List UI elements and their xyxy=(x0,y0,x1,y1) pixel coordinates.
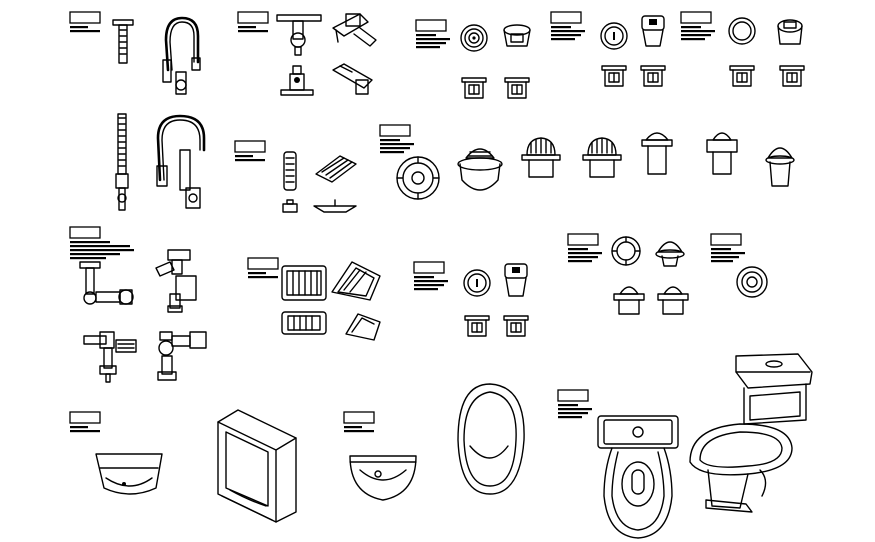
valve-icon xyxy=(155,249,197,313)
drain-icon xyxy=(503,24,531,47)
drain-icon xyxy=(282,199,298,213)
drain-icon xyxy=(503,315,529,337)
drain-icon xyxy=(640,65,666,87)
group-spring-faucets xyxy=(115,113,206,211)
title-label-pull-down-faucets xyxy=(69,11,101,33)
toilet-icon xyxy=(597,415,679,539)
valve-icon xyxy=(157,331,207,381)
drain-icon xyxy=(641,15,665,47)
title-label-dome-drains xyxy=(379,124,415,154)
group-corner-sink xyxy=(69,411,163,495)
drain-icon xyxy=(655,241,685,267)
group-flush-valves xyxy=(69,226,207,383)
group-single-lever-faucets xyxy=(237,11,377,96)
drain-icon xyxy=(706,132,738,175)
faucet-icon xyxy=(156,114,206,209)
title-label-floor-drains-b xyxy=(550,11,586,41)
group-linear-drains xyxy=(234,140,357,213)
urinal-icon xyxy=(217,409,297,523)
drain-icon xyxy=(464,315,490,337)
faucet-icon xyxy=(112,19,134,64)
group-roof-drains xyxy=(567,233,689,315)
drain-icon xyxy=(736,266,768,298)
urinal-icon xyxy=(457,383,525,495)
group-strainer xyxy=(710,233,768,298)
drain-icon xyxy=(601,65,627,87)
group-wall-urinal xyxy=(217,409,297,523)
toilet-icon xyxy=(689,353,813,513)
title-label-strainer xyxy=(710,233,745,263)
faucet-icon xyxy=(276,14,322,56)
title-label-flush-valves xyxy=(69,226,134,260)
grate-icon xyxy=(345,313,381,341)
group-floor-drains-a xyxy=(415,19,531,99)
group-dome-drains xyxy=(379,124,795,200)
grate-icon xyxy=(331,261,381,301)
drain-icon xyxy=(641,132,673,175)
drain-icon xyxy=(521,137,561,178)
drain-icon xyxy=(504,263,528,297)
title-label-round-basin xyxy=(343,411,375,433)
group-trench-grates xyxy=(247,257,381,341)
group-round-basin xyxy=(343,411,417,501)
group-pull-down-faucets xyxy=(69,11,201,95)
drain-icon xyxy=(463,269,491,297)
title-label-corner-sink xyxy=(69,411,101,433)
valve-icon xyxy=(79,261,134,305)
drain-icon xyxy=(504,77,530,99)
drain-icon xyxy=(765,147,795,187)
group-toilets xyxy=(557,353,813,539)
drain-icon xyxy=(461,77,487,99)
title-label-floor-drains-a xyxy=(415,19,451,49)
drain-icon xyxy=(657,286,689,315)
title-label-floor-drains-d xyxy=(413,261,449,291)
group-floor-drains-d xyxy=(413,261,529,337)
title-label-linear-drains xyxy=(234,140,266,162)
faucet-icon xyxy=(332,63,373,95)
title-label-toilets xyxy=(557,389,593,419)
drain-icon xyxy=(457,148,503,191)
group-floor-drains-b xyxy=(550,11,666,87)
drain-icon xyxy=(777,19,803,45)
group-floor-drains-c xyxy=(680,11,805,87)
drain-icon xyxy=(582,137,622,178)
sink-icon xyxy=(95,453,163,495)
drain-icon xyxy=(600,22,628,50)
drain-icon xyxy=(728,17,756,45)
drain-icon xyxy=(729,65,755,87)
valve-icon xyxy=(83,331,137,383)
drain-icon xyxy=(396,156,440,200)
drain-icon xyxy=(613,286,645,315)
drain-icon xyxy=(779,65,805,87)
title-label-roof-drains xyxy=(567,233,603,263)
grate-icon xyxy=(281,311,327,335)
faucet-icon xyxy=(280,65,314,96)
faucet-icon xyxy=(115,113,129,211)
grate-icon xyxy=(281,265,327,301)
sink-icon xyxy=(349,455,417,501)
faucet-icon xyxy=(332,13,377,47)
faucet-icon xyxy=(162,16,201,95)
title-label-trench-grates xyxy=(247,257,279,279)
drain-icon xyxy=(611,236,641,266)
group-egg-urinal xyxy=(457,383,525,495)
drain-icon xyxy=(460,24,488,52)
title-label-single-lever-faucets xyxy=(237,11,269,33)
drain-icon xyxy=(313,199,357,213)
drain-icon xyxy=(283,151,297,191)
title-label-floor-drains-c xyxy=(680,11,716,41)
grate-icon xyxy=(315,155,357,183)
